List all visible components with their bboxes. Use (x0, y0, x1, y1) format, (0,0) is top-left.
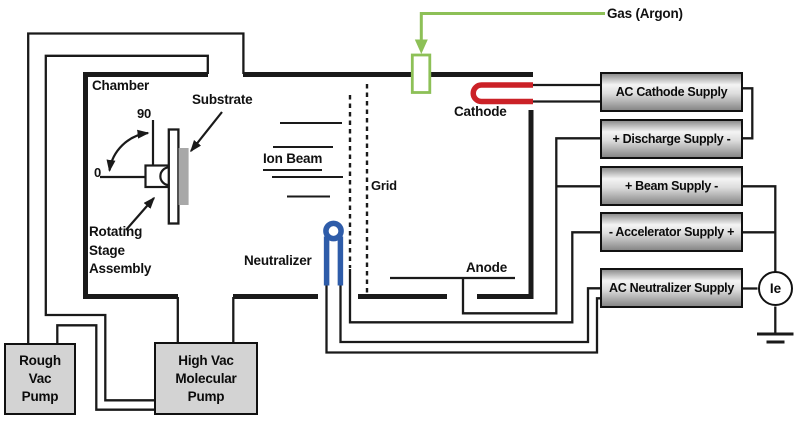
gas-label: Gas (Argon) (607, 6, 683, 21)
high-vac-pump-box: High Vac Molecular Pump (154, 342, 258, 415)
cathode-filament (470, 82, 533, 105)
substrate-label: Substrate (192, 92, 253, 107)
beam-supply-box: + Beam Supply - (600, 166, 743, 206)
angle-90-label: 90 (137, 106, 152, 121)
chamber-wall-left (83, 72, 208, 299)
supply-label: + Beam Supply - (624, 179, 719, 193)
anode-discharge-wire (461, 137, 600, 315)
discharge-supply-box: + Discharge Supply - (600, 119, 743, 159)
stage-plate (167, 128, 180, 225)
rotating-stage-label: Rotating Stage Assembly (89, 224, 152, 276)
supply-label: + Discharge Supply - (612, 132, 731, 146)
chamber-label: Chamber (92, 78, 150, 93)
neutralizer-wire-left (325, 284, 600, 354)
substrate-sample (178, 148, 189, 205)
cathode-discharge-bracket (743, 87, 754, 140)
supply-label: AC Neutralizer Supply (609, 281, 734, 295)
meter-label: Ie (769, 281, 782, 296)
ac-neutralizer-supply-box: AC Neutralizer Supply (600, 268, 743, 308)
neutralizer-label: Neutralizer (244, 253, 312, 268)
gas-inlet-port (410, 53, 432, 94)
accelerator-supply-box: - Accelerator Supply + (600, 212, 743, 252)
gas-line (419, 12, 605, 40)
grid-accelerator-wire (348, 231, 600, 324)
cathode-label: Cathode (454, 104, 507, 119)
rough-pump-duct-outer (27, 32, 245, 343)
gas-arrow-icon (414, 39, 428, 54)
ion-source-wall-right (477, 110, 534, 299)
substrate-pointer-arrow (190, 111, 223, 153)
neutralizer-loop (323, 220, 344, 242)
supply-label: - Accelerator Supply + (608, 225, 735, 239)
pump-label: High Vac Molecular Pump (175, 352, 237, 404)
angle-0-label: 0 (94, 165, 102, 180)
emission-current-meter: Ie (758, 271, 793, 306)
neutralizer-wire-right (339, 284, 600, 344)
anode-label: Anode (466, 260, 507, 275)
pump-label: Rough Vac Pump (19, 353, 61, 404)
backing-line (56, 324, 154, 411)
rotation-arc-arrow (106, 129, 150, 172)
rotating-stage-pointer-arrow (125, 196, 155, 231)
grid-label: Grid (371, 178, 397, 193)
stage-pivot (159, 166, 170, 187)
supply-label: AC Cathode Supply (615, 85, 728, 99)
rough-pump-duct-inner (44, 54, 209, 402)
ion-beam-label: Ion Beam (263, 150, 322, 171)
rough-vac-pump-box: Rough Vac Pump (4, 343, 76, 415)
beam-supply-right-wire (743, 185, 777, 272)
ac-cathode-supply-box: AC Cathode Supply (600, 72, 743, 112)
